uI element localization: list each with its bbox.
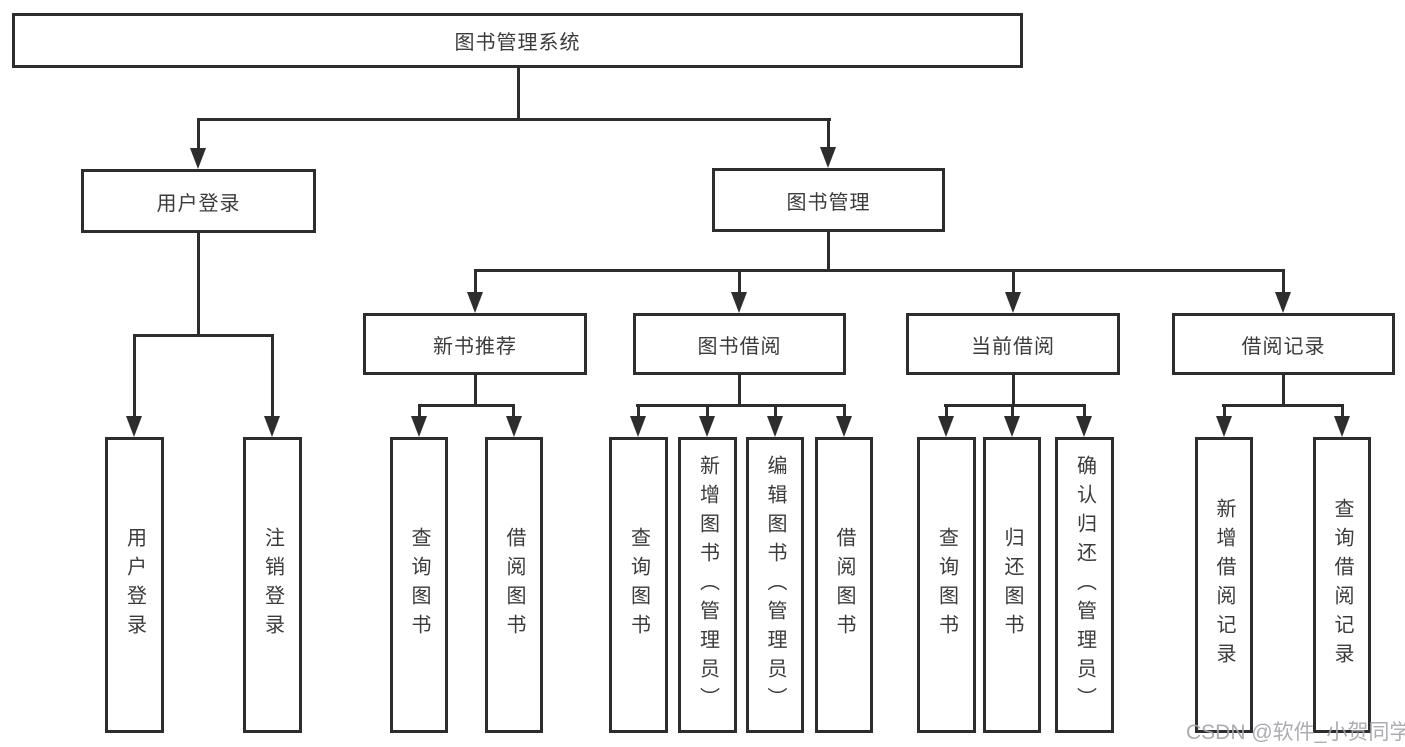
node-label: 图书借阅 bbox=[697, 335, 782, 358]
node-label: 用户登录 bbox=[156, 192, 241, 215]
connector-line bbox=[1012, 375, 1015, 406]
node-label: 编辑图书（管理员） bbox=[764, 454, 786, 716]
node-leaf-return-books: 归还图书 bbox=[983, 437, 1041, 733]
arrowhead-down-icon bbox=[767, 416, 783, 437]
connector-line bbox=[271, 334, 274, 418]
node-leaf-logout: 注销登录 bbox=[243, 437, 302, 733]
connector-line bbox=[517, 68, 520, 120]
node-label: 借阅记录 bbox=[1241, 335, 1326, 358]
connector-line bbox=[843, 404, 846, 418]
arrowhead-down-icon bbox=[1216, 416, 1232, 437]
node-label: 借阅图书 bbox=[503, 527, 525, 643]
connector-line bbox=[1282, 375, 1285, 406]
arrowhead-down-icon bbox=[1334, 416, 1350, 437]
connector-line bbox=[1222, 404, 1343, 407]
connector-line bbox=[133, 334, 136, 418]
connector-line bbox=[774, 404, 777, 418]
arrowhead-down-icon bbox=[1275, 292, 1291, 313]
node-label: 用户登录 bbox=[123, 527, 146, 643]
connector-line bbox=[1341, 404, 1344, 418]
connector-line bbox=[133, 334, 274, 337]
arrowhead-down-icon bbox=[630, 416, 646, 437]
connector-line bbox=[474, 269, 1284, 272]
arrowhead-down-icon bbox=[506, 416, 522, 437]
arrowhead-down-icon bbox=[264, 416, 280, 437]
arrowhead-down-icon bbox=[699, 416, 715, 437]
node-l3-current-borrow: 当前借阅 bbox=[906, 313, 1120, 375]
node-label: 借阅图书 bbox=[833, 527, 855, 643]
connector-line bbox=[706, 404, 709, 418]
node-leaf-query-record: 查询借阅记录 bbox=[1313, 437, 1371, 733]
node-l3-book-borrow: 图书借阅 bbox=[633, 313, 846, 375]
node-leaf-borrow-books-2: 借阅图书 bbox=[815, 437, 873, 733]
node-l2-book-mgmt: 图书管理 bbox=[712, 168, 945, 232]
node-leaf-confirm-return: 确认归还（管理员） bbox=[1055, 437, 1114, 733]
node-label: 归还图书 bbox=[1001, 527, 1023, 643]
node-label: 确认归还（管理员） bbox=[1073, 454, 1096, 716]
node-label: 注销登录 bbox=[261, 527, 284, 643]
node-l3-new-book-rec: 新书推荐 bbox=[363, 313, 587, 375]
node-leaf-add-record: 新增借阅记录 bbox=[1195, 437, 1253, 733]
connector-line bbox=[418, 404, 515, 407]
node-leaf-borrow-books-1: 借阅图书 bbox=[485, 437, 543, 733]
connector-line bbox=[738, 269, 741, 294]
connector-line bbox=[197, 118, 831, 121]
arrowhead-down-icon bbox=[1076, 416, 1092, 437]
connector-line bbox=[637, 404, 640, 418]
connector-line bbox=[1083, 404, 1086, 418]
connector-line bbox=[512, 404, 515, 418]
connector-line bbox=[474, 375, 477, 406]
node-leaf-user-login: 用户登录 bbox=[105, 437, 164, 733]
node-label: 新增借阅记录 bbox=[1213, 498, 1235, 672]
connector-line bbox=[1223, 404, 1226, 418]
node-root: 图书管理系统 bbox=[12, 13, 1023, 68]
connector-line bbox=[827, 232, 830, 271]
arrowhead-down-icon bbox=[836, 416, 852, 437]
arrowhead-down-icon bbox=[938, 416, 954, 437]
connector-line bbox=[827, 118, 830, 150]
node-label: 图书管理系统 bbox=[454, 32, 581, 54]
csdn-watermark: CSDN @软件_小贺同学 bbox=[1186, 721, 1405, 744]
arrowhead-down-icon bbox=[190, 148, 206, 169]
connector-line bbox=[197, 233, 200, 336]
arrowhead-down-icon bbox=[1005, 292, 1021, 313]
connector-line bbox=[1282, 269, 1285, 294]
arrowhead-down-icon bbox=[1004, 416, 1020, 437]
connector-line bbox=[474, 269, 477, 294]
node-l2-user-login: 用户登录 bbox=[81, 169, 316, 233]
connector-line bbox=[636, 404, 846, 407]
arrowhead-down-icon bbox=[126, 416, 142, 437]
connector-line bbox=[945, 404, 948, 418]
arrowhead-down-icon bbox=[411, 416, 427, 437]
node-label: 新增图书（管理员） bbox=[696, 454, 719, 716]
node-leaf-query-books-3: 查询图书 bbox=[917, 437, 976, 733]
connector-line bbox=[738, 375, 741, 406]
connector-line bbox=[944, 404, 1085, 407]
connector-line bbox=[1011, 404, 1014, 418]
node-leaf-add-books: 新增图书（管理员） bbox=[678, 437, 737, 733]
node-leaf-query-books-2: 查询图书 bbox=[609, 437, 668, 733]
node-label: 图书管理 bbox=[786, 191, 871, 214]
connector-line bbox=[418, 404, 421, 418]
connector-line bbox=[197, 118, 200, 150]
node-label: 查询借阅记录 bbox=[1331, 498, 1353, 672]
node-label: 查询图书 bbox=[627, 527, 650, 643]
node-leaf-edit-books: 编辑图书（管理员） bbox=[746, 437, 804, 733]
arrowhead-down-icon bbox=[820, 147, 836, 168]
node-l3-borrow-records: 借阅记录 bbox=[1172, 313, 1395, 375]
node-leaf-query-books-1: 查询图书 bbox=[390, 437, 448, 733]
arrowhead-down-icon bbox=[731, 292, 747, 313]
arrowhead-down-icon bbox=[467, 292, 483, 313]
node-label: 当前借阅 bbox=[971, 335, 1055, 358]
node-label: 新书推荐 bbox=[433, 335, 517, 358]
node-label: 查询图书 bbox=[935, 527, 958, 643]
node-label: 查询图书 bbox=[408, 527, 430, 643]
connector-line bbox=[1012, 269, 1015, 294]
